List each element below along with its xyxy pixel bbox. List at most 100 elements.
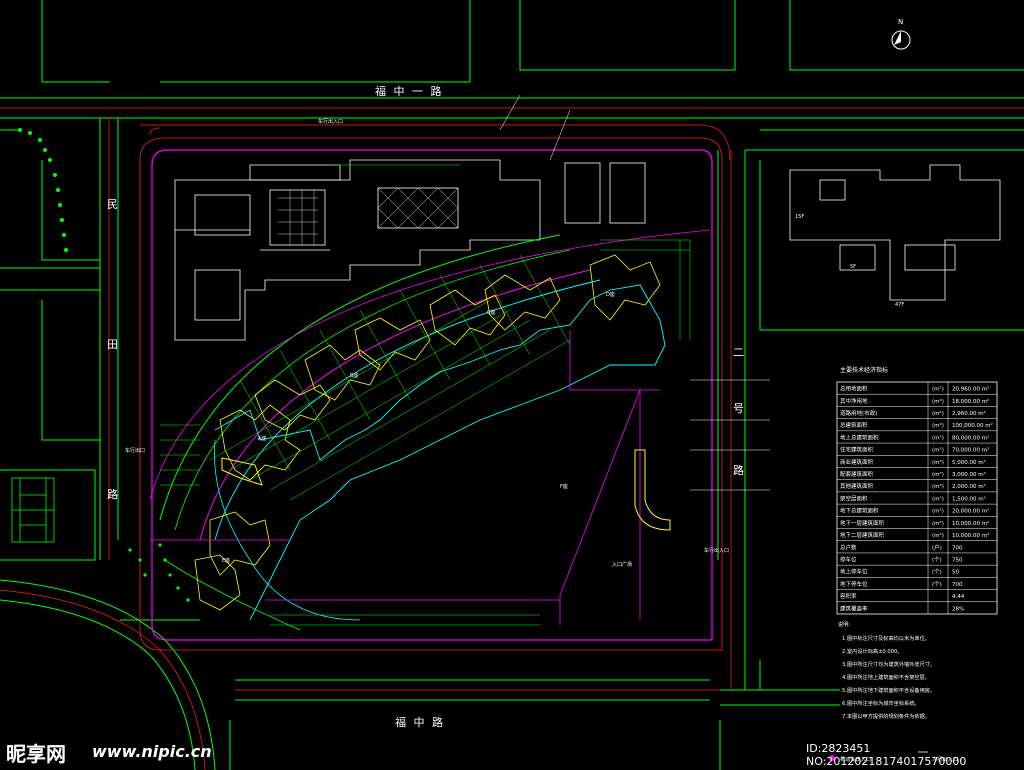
table-cell-unit: (m²) [932,508,944,515]
annotation-leaders [499,94,770,491]
table-cell-value: 2,000.00 m² [952,483,986,490]
legend-item-1: 机动车出入口 [840,755,871,763]
table-cell-label: 地上停车位 [840,568,868,576]
building-label-d: D座 [606,291,615,298]
watermark-id: ID:2823451 NO:20120218174017570000 [806,742,967,768]
road-label-west-mid: 田 [107,338,118,351]
table-cell-label: 商业建筑面积 [840,458,874,466]
entrance-label-west: 车行出口 [125,447,145,454]
tree-row [18,128,190,602]
road-label-south: 福 中 路 [395,715,445,729]
road-label-east-top: 二 [733,346,744,359]
table-cell-label: 配套建筑面积 [840,470,874,478]
table-cell-unit: (m²) [932,398,944,405]
table-cell-unit: (m²) [932,434,944,441]
note-item: 4.图中所注地上建筑面积不含架空层。 [842,673,930,681]
plaza-label: 入口广场 [612,561,632,568]
site-boundary [151,149,713,641]
table-cell-value: 28% [952,606,964,612]
table-cell-label: 地下停车位 [840,580,868,588]
table-cell-label: 地上总建筑面积 [840,433,879,441]
table-cell-label: 建筑覆盖率 [840,604,868,612]
table-cell-value: 80,000.00 m² [952,434,989,441]
table-cell-label: 容积率 [840,592,857,600]
table-cell-label: 其他建筑面积 [840,482,874,490]
north-label: N [898,18,903,26]
table-cell-unit: (m²) [932,422,944,429]
note-item: 7.本图以甲方提供的规划条件为依据。 [842,712,930,720]
neighbor-label-c: 47F [895,302,904,308]
table-cell-unit: (m²) [932,447,944,454]
table-cell-label: 总用地面积 [840,385,868,393]
table-cell-unit: (m²) [932,483,944,490]
table-cell-value: 700 [952,582,963,588]
parking-ramp-2 [221,457,263,486]
building-label-a: A座 [258,435,266,442]
table-cell-value: 750 [952,557,963,563]
note-item: 1.图中标注尺寸及标高均以米为单位。 [842,634,930,642]
table-cell-value: 3,000.00 m² [952,471,986,478]
table-cell-value: 1,500.00 m² [952,495,986,502]
table-cell-value: 50 [952,570,959,576]
table-cell-value: 700 [952,545,963,551]
residential-towers [194,254,661,611]
table-cell-label: 架空层面积 [840,494,868,502]
road-centerlines [0,107,1024,770]
table-cell-value: 100,000.00 m² [952,422,993,429]
note-item: 3.图中所注尺寸均为建筑外墙外皮尺寸。 [842,660,935,668]
entrance-label-north: 车行出入口 [318,118,343,125]
parking-ramp [634,449,671,531]
building-label-f: F座 [560,483,568,490]
table-cell-value: 5,000.00 m² [952,459,986,466]
table-cell-unit: (m²) [932,410,944,417]
watermark-brand: 昵享网 [6,742,66,766]
site-arc [149,229,711,631]
notes-block: 说明: 1.图中标注尺寸及标高均以米为单位。2.室内设计标高±0.000。3.图… [838,620,935,720]
neighbor-label-b: 5F [850,264,856,270]
table-cell-unit: (m²) [932,459,944,466]
table-cell-value: 70,000.00 m² [952,447,989,454]
table-cell-value: 20,960.00 m² [952,386,989,393]
table-cell-label: 地下一层建筑面积 [840,519,885,527]
existing-building-nw [174,159,646,341]
table-cell-value: 10,000.00 m² [952,532,989,539]
stats-table: 主要技术经济指标 总用地面积(m²)20,960.00 m²其中净用地(m²)1… [836,366,998,615]
table-cell-unit: (个) [932,556,942,563]
table-cell-label: 住宅建筑面积 [840,446,874,454]
dimension-lines [160,164,691,626]
table-cell-unit: (m²) [932,386,944,393]
table-cell-value: 2,960.00 m² [952,410,986,417]
table-cell-value: 4.44 [952,594,965,600]
building-label-e: E座 [222,557,230,564]
building-setback-line [139,137,723,651]
notes-title: 说明: [838,620,850,628]
road-label-north: 福 中 一 路 [375,84,444,98]
table-cell-label: 其中净用地 [840,397,868,405]
table-cell-unit: (m²) [932,471,944,478]
north-arrow: N [891,18,911,50]
building-label-c: C座 [487,309,496,316]
table-cell-unit: (个) [932,569,942,576]
road-label-west-low: 路 [107,488,118,501]
entrance-label-east: 车行出入口 [704,547,729,554]
building-label-b: B座 [350,372,358,379]
table-cell-label: 地下二层建筑面积 [840,531,885,539]
note-item: 6.图中所注坐标为城市坐标系统。 [842,699,920,707]
table-cell-unit: (m²) [932,532,944,539]
table-cell-label: 停车位 [840,555,857,563]
legend-item-2: 人行出入口 [932,755,958,763]
podium-outline [214,284,666,621]
legend: 机动车出入口 人行出入口 [829,751,958,763]
road-label-west-top: 民 [107,198,118,211]
internal-layout-lines [150,330,660,625]
table-cell-unit: (m²) [932,495,944,502]
table-cell-unit: (个) [932,581,942,588]
road-label-east-mid: 号 [733,402,744,415]
table-cell-label: 总建筑面积 [840,421,868,429]
table-cell-value: 10,000.00 m² [952,520,989,527]
hatch-pattern [278,187,459,245]
tennis-court [11,477,55,543]
table-cell-label: 地下总建筑面积 [840,507,879,515]
